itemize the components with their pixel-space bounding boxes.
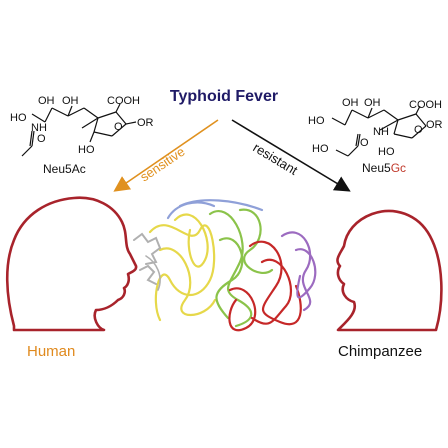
- neu5ac-name: Neu5Ac: [43, 162, 86, 176]
- neu5gc-name: Neu5Gc: [362, 161, 406, 175]
- chimpanzee-head-silhouette: [336, 209, 443, 332]
- figure-title: Typhoid Fever: [169, 88, 279, 105]
- chem-label: HO: [312, 143, 329, 155]
- chem-label: OH: [342, 97, 359, 109]
- human-head-silhouette: [5, 196, 138, 332]
- chem-label: HO: [10, 112, 27, 124]
- neu5ac-labels: OH OH COOH HO O OR NH HO O: [10, 95, 154, 156]
- neu5gc-name-prefix: Neu5: [362, 161, 391, 175]
- chem-label: HO: [78, 144, 95, 156]
- chem-label: COOH: [409, 99, 442, 111]
- chimpanzee-label: Chimpanzee: [338, 343, 423, 360]
- chem-label: HO: [378, 146, 395, 158]
- chem-label: NH: [31, 122, 47, 134]
- chem-label: OR: [137, 117, 154, 129]
- sensitive-label: sensitive: [137, 144, 187, 185]
- chem-label: O: [414, 124, 423, 136]
- chem-label: COOH: [107, 95, 140, 107]
- chem-label: OH: [62, 95, 79, 107]
- chem-label: OR: [426, 119, 443, 131]
- human-label: Human: [27, 343, 76, 360]
- neu5gc-structure: [331, 105, 427, 157]
- neu5gc-labels: OH OH COOH HO O OR NH HO O HO: [308, 97, 443, 158]
- resistant-arrow: [231, 119, 351, 192]
- sensitive-arrow: [113, 119, 219, 192]
- neu5gc-name-suffix: Gc: [390, 161, 407, 175]
- protein-ribbon-structure: [133, 199, 317, 332]
- chem-label: NH: [373, 126, 389, 138]
- chem-label: OH: [38, 95, 55, 107]
- chem-label: OH: [364, 97, 381, 109]
- chem-label: O: [37, 133, 46, 145]
- neu5ac-structure: [21, 103, 137, 157]
- chem-label: O: [360, 137, 369, 149]
- chem-label: HO: [308, 115, 325, 127]
- chem-label: O: [114, 121, 123, 133]
